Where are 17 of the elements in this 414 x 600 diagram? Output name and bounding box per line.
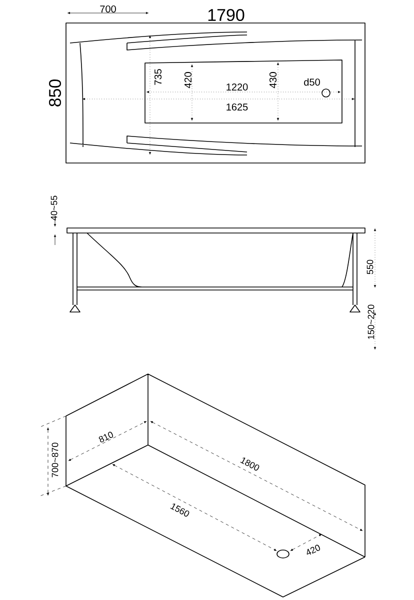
dimension-label: 1625: [226, 103, 248, 111]
dimension-label: 1800: [240, 458, 260, 471]
dimension-label: 430: [269, 72, 277, 88]
dimension-label: 550: [366, 260, 374, 274]
dimension-label: 420: [306, 544, 320, 555]
dimension-label: 150~220: [368, 304, 374, 339]
dimension-label: 700~870: [52, 442, 58, 478]
dimension-label: 1790: [208, 9, 244, 22]
dimension-label: 700: [100, 5, 116, 13]
dimension-label: 810: [98, 432, 114, 442]
dimension-label: 1560: [170, 504, 190, 517]
dimension-label: 1220: [226, 83, 248, 91]
dimension-label: 420: [184, 72, 192, 88]
dimension-label: d50: [304, 78, 320, 86]
dimension-label: 850: [48, 80, 62, 106]
dimension-label: 735: [154, 69, 162, 85]
dimension-label: 40~55: [50, 196, 58, 220]
